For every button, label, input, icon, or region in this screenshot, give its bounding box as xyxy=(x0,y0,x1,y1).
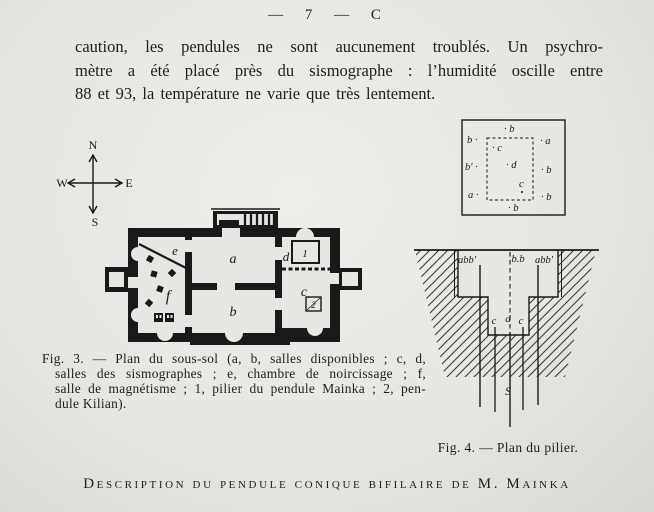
pit-cavity xyxy=(458,250,558,335)
compass-south-label: S xyxy=(92,215,99,229)
page-number: — 7 — C xyxy=(268,7,386,23)
pile-d-label: d xyxy=(505,313,511,325)
pile-c-label: c xyxy=(492,315,497,327)
fig3-floor-plan: 1 2 a b c d e f xyxy=(105,208,362,345)
pillar-inner-dashed xyxy=(486,137,534,201)
instrument-marks xyxy=(144,254,177,322)
point-label: · b xyxy=(508,203,519,214)
point-label: a · xyxy=(468,190,479,201)
point-label: · d xyxy=(506,160,517,171)
left-porch xyxy=(105,267,138,292)
point-label: · a xyxy=(540,136,551,147)
pillar-mainka: 1 xyxy=(291,240,320,264)
point-label: · b xyxy=(541,192,552,203)
pillar-1-label: 1 xyxy=(302,248,308,260)
caption-line: salle de magnétisme ; 1, pilier du pendu… xyxy=(55,380,426,396)
building-wall-bottom xyxy=(190,340,290,345)
pillar-kilian: 2 xyxy=(305,296,322,312)
point-label: b · xyxy=(467,135,478,146)
fig4-cross-section: abb′ b.b abb′ c d c S xyxy=(414,249,599,427)
compass-rose: N S W E xyxy=(56,138,132,229)
compass-north-label: N xyxy=(89,138,98,152)
room-f-label: f xyxy=(166,288,173,305)
pillar-2-label: 2 xyxy=(311,300,316,310)
entrance-stairs xyxy=(211,208,280,228)
door-openings xyxy=(131,228,323,342)
pillar-top-view: · b b · · a · c b′ · · d · b c a · · b ·… xyxy=(461,119,566,216)
pit-outline xyxy=(414,249,599,336)
room-a-label: a xyxy=(230,252,237,267)
paragraph-line: mètre a été placé près du sismographe : … xyxy=(75,60,603,80)
point-label: b′ · xyxy=(465,162,478,173)
room-a xyxy=(192,237,275,283)
room-b-label: b xyxy=(230,305,237,320)
point-label: · b xyxy=(504,124,515,135)
point-label: c xyxy=(519,179,524,190)
paragraph-line: 88 et 93, la température ne varie que tr… xyxy=(75,84,436,103)
caption-line: salles des sismographes ; e, chambre de … xyxy=(55,365,426,381)
pile-group-label: abb′ xyxy=(458,255,477,266)
caption-line: Fig. 3. — Plan du sous-sol (a, b, salles… xyxy=(42,351,426,366)
partition-d-c xyxy=(282,266,330,272)
room-e-label: e xyxy=(172,243,178,258)
article-title: Description du pendule conique bifilaire… xyxy=(83,476,571,492)
pillar-outline xyxy=(461,119,566,216)
section-labels: abb′ b.b abb′ c d c S xyxy=(458,254,554,398)
pile-group-label: abb′ xyxy=(535,255,554,266)
room-b xyxy=(192,290,275,333)
stair-treads-icon xyxy=(243,212,276,227)
caption-line: dule Kilian). xyxy=(55,395,127,411)
paragraph-line: caution, les pendules ne sont aucunement… xyxy=(75,37,603,56)
point-label: · b xyxy=(541,165,552,176)
compass-west-label: W xyxy=(56,176,68,190)
survey-point-labels: · b b · · a · c b′ · · d · b c a · · b ·… xyxy=(465,124,552,214)
pile-lines xyxy=(479,252,539,427)
point-dot xyxy=(521,191,523,193)
fig3-caption: Fig. 3. — Plan du sous-sol (a, b, salles… xyxy=(42,351,426,412)
compass-arrows-icon xyxy=(66,153,124,215)
spring-mark: S xyxy=(505,384,511,398)
room-d-label: d xyxy=(283,249,290,264)
fig4-caption: Fig. 4. — Plan du pilier. xyxy=(437,440,579,455)
point-label: · c xyxy=(492,143,502,154)
diagonal-partition xyxy=(138,243,187,269)
right-porch xyxy=(330,268,362,290)
compass-east-label: E xyxy=(125,176,132,190)
pile-group-label: b.b xyxy=(511,254,524,265)
room-c-label: c xyxy=(301,285,308,300)
body-paragraph: caution, les pendules ne sont aucunement… xyxy=(75,35,603,106)
pile-c-label: c xyxy=(519,315,524,327)
